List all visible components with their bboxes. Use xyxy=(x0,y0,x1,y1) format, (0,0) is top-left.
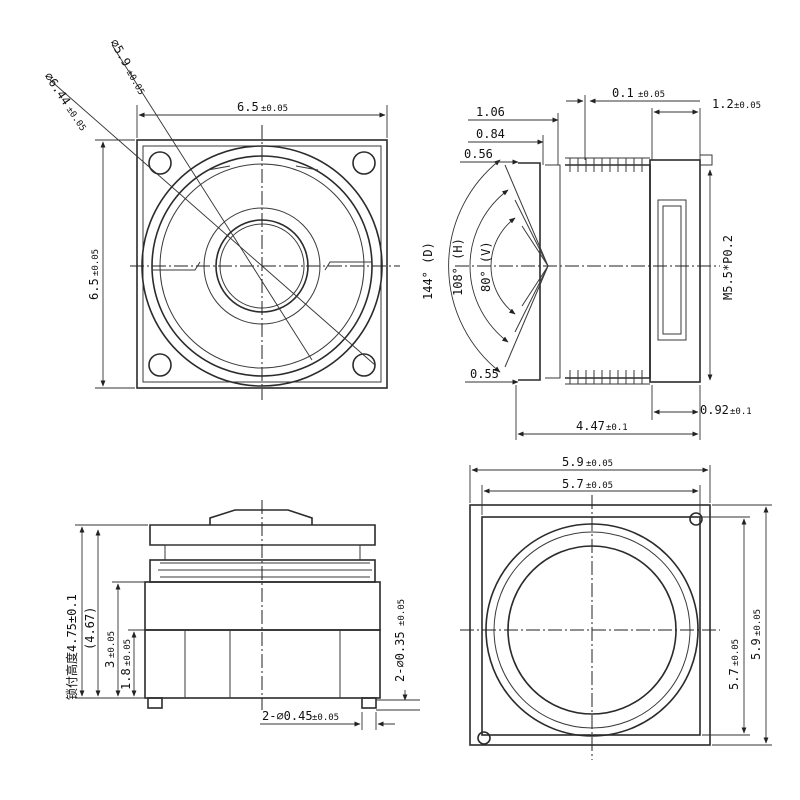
bottom-inner-height: 5.7 xyxy=(727,668,741,690)
dim-01-tol: ±0.05 xyxy=(638,90,665,100)
fov-h-label: 108° (H) xyxy=(451,238,465,296)
locator-hole-tr xyxy=(689,512,703,526)
thread-label: M5.5*P0.2 xyxy=(721,235,735,300)
diameter-59-label: ⌀5.9 xyxy=(107,37,133,69)
fov-d-arc xyxy=(448,159,501,373)
fov-v-label: 80° (V) xyxy=(479,241,493,292)
lock-height-label: 锁付高度4.75±0.1 xyxy=(64,594,79,700)
dim-3: 3 xyxy=(103,661,117,668)
dim-12-tol: ±0.05 xyxy=(734,101,761,111)
front-view: 6.5 ±0.05 6.5 ±0.05 ⌀6.44 ±0.05 ⌀5.9 ±0.… xyxy=(42,37,400,400)
mount-hole-tr xyxy=(352,151,376,175)
diameter-644-label: ⌀6.44 xyxy=(42,70,74,108)
elevation-view: 锁付高度4.75±0.1 (4.67) 3 ±0.05 1.8 ±0.05 2-… xyxy=(64,500,420,730)
front-height-label: 6.5 xyxy=(87,278,101,300)
dim-18-tol: ±0.05 xyxy=(123,639,133,666)
height-ref-label: (4.67) xyxy=(83,607,97,650)
bottom-view: 5.9 ±0.05 5.7 ±0.05 5.7 ±0.05 5.9 ±0.05 xyxy=(460,455,772,760)
threaded-barrel xyxy=(565,164,651,379)
mount-hole-br xyxy=(352,353,376,377)
front-body-outline xyxy=(136,139,388,389)
fov-d-label: 144° (D) xyxy=(421,242,435,300)
bottom-inner-width-tol: ±0.05 xyxy=(586,481,613,491)
front-width-label: 6.5 xyxy=(237,100,259,114)
lens-cap xyxy=(149,524,376,546)
bottom-outer-height: 5.9 xyxy=(749,638,763,660)
mount-hole-tl xyxy=(148,151,172,175)
pin-045-label: 2-⌀0.45 xyxy=(262,709,313,723)
bottom-inner-square xyxy=(481,516,701,736)
dim-447-tol: ±0.1 xyxy=(606,423,628,433)
dim-01: 0.1 xyxy=(612,86,634,100)
fov-h-arc xyxy=(469,189,509,343)
dim-106: 1.06 xyxy=(476,105,505,119)
bottom-inner-height-tol: ±0.05 xyxy=(731,639,741,666)
bottom-outer-width-tol: ±0.05 xyxy=(586,459,613,469)
pin-045-tol: ±0.05 xyxy=(312,713,339,723)
pin-left xyxy=(147,697,163,709)
pin-right xyxy=(361,697,377,709)
dim-3-tol: ±0.05 xyxy=(107,631,117,658)
dim-084: 0.84 xyxy=(476,127,505,141)
holder-body xyxy=(649,159,701,383)
locator-hole-bl xyxy=(477,731,491,745)
mount-hole-bl xyxy=(148,353,172,377)
dim-12: 1.2 xyxy=(712,97,734,111)
diameter-59-tol: ±0.05 xyxy=(124,68,146,97)
front-height-tol: ±0.05 xyxy=(91,249,101,276)
side-view: 144° (D) 108° (H) 80° (V) 1.06 0.84 0.56… xyxy=(421,86,761,440)
front-width-tol: ±0.05 xyxy=(261,104,288,114)
dim-055: 0.55 xyxy=(470,367,499,381)
pin-035-label: 2-⌀0.35 xyxy=(393,631,407,682)
fov-v-arc xyxy=(490,217,516,315)
bottom-inner-width: 5.7 xyxy=(562,477,584,491)
dim-092-tol: ±0.1 xyxy=(730,407,752,417)
bottom-outer-height-tol: ±0.05 xyxy=(753,609,763,636)
dim-18: 1.8 xyxy=(119,668,133,690)
dim-447: 4.47 xyxy=(576,419,605,433)
bottom-outer-width: 5.9 xyxy=(562,455,584,469)
pin-035-tol: ±0.05 xyxy=(397,599,407,626)
dim-056: 0.56 xyxy=(464,147,493,161)
dim-092: 0.92 xyxy=(700,403,729,417)
bottom-outer-square xyxy=(469,504,711,746)
